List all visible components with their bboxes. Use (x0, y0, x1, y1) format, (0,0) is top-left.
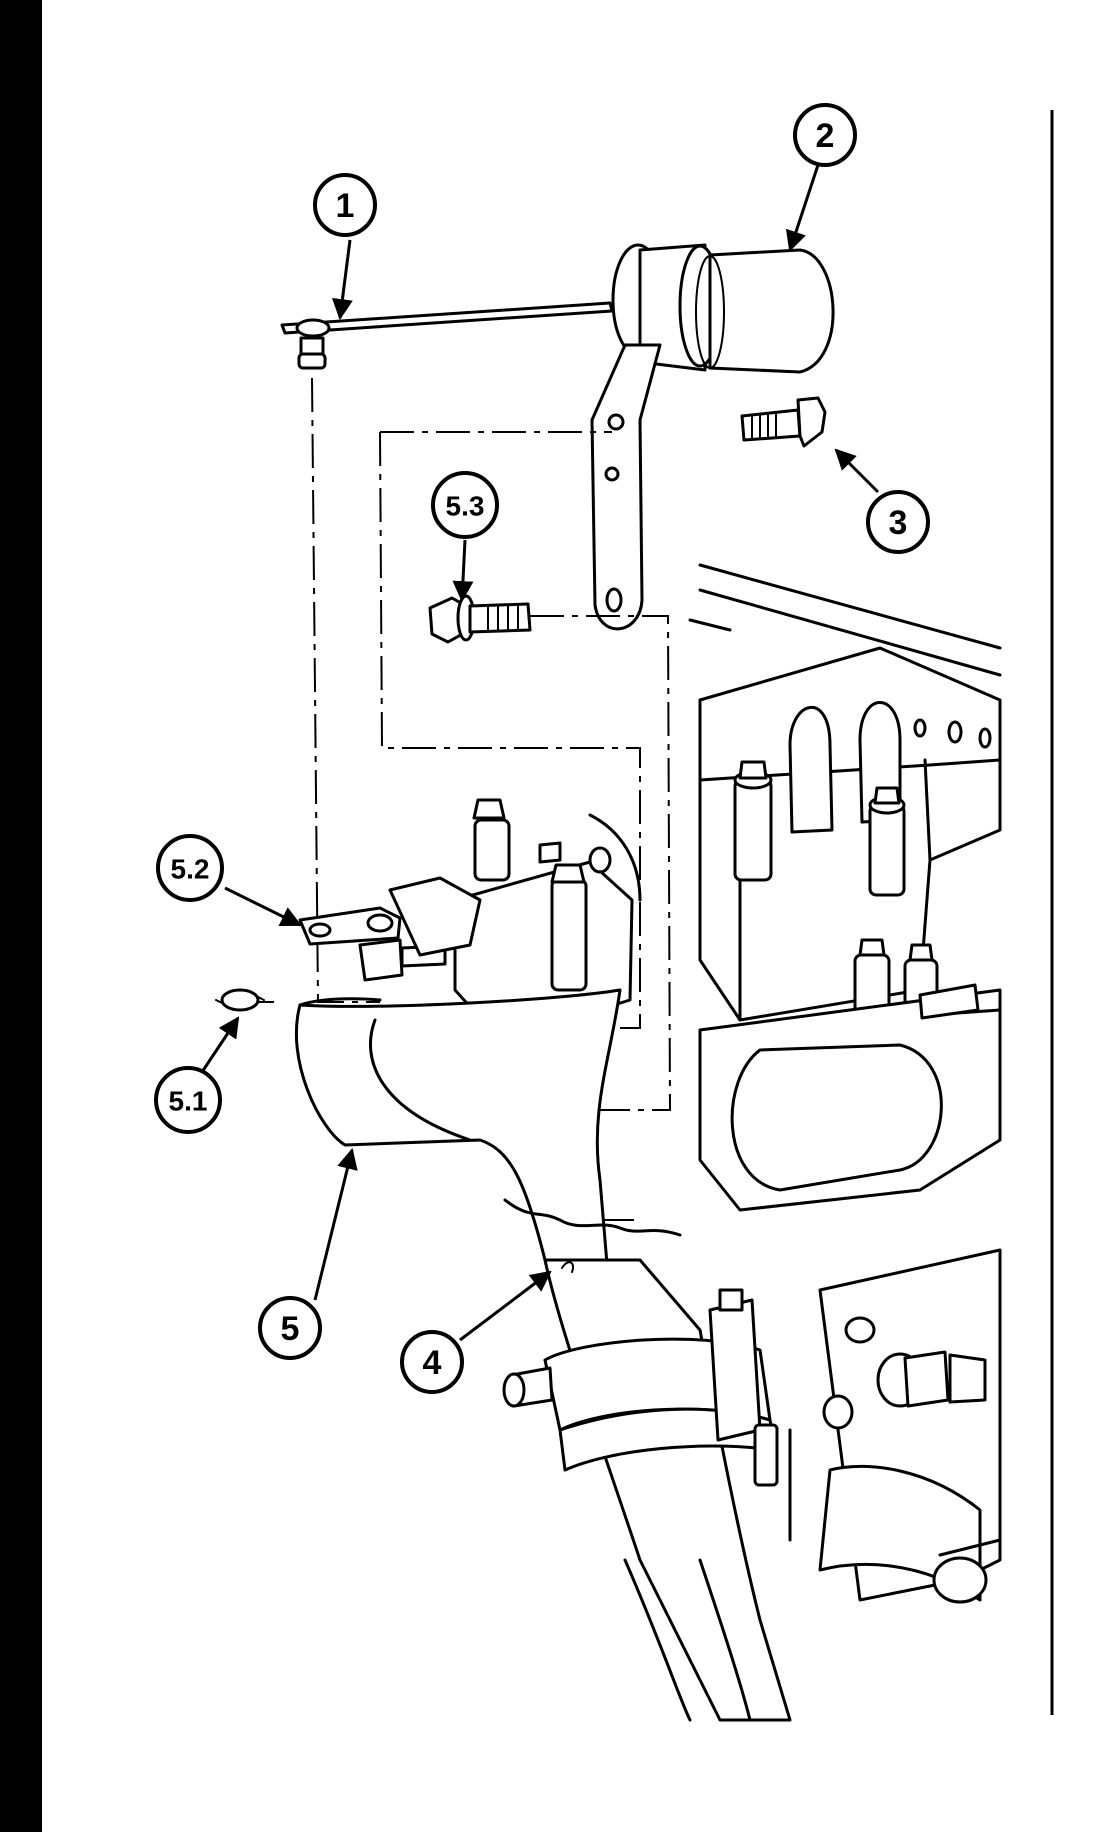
elbow-housing-part (294, 798, 792, 1722)
callout-5-3: 5.3 (431, 471, 499, 539)
callout-3: 3 (866, 490, 930, 554)
callout-5: 5 (258, 1296, 322, 1360)
callout-5-2: 5.2 (156, 834, 224, 902)
callout-4: 4 (400, 1330, 464, 1394)
callout-5-label: 5 (281, 1310, 300, 1348)
lock-washer-part (215, 988, 265, 1012)
engine-block (688, 563, 1002, 1604)
page-margin-bar (0, 0, 42, 1832)
bolt-part-5-3 (428, 594, 532, 644)
callout-5-3-label: 5.3 (446, 491, 485, 522)
callout-5-2-label: 5.2 (171, 854, 210, 885)
callout-5-1: 5.1 (154, 1066, 222, 1134)
callout-5-1-label: 5.1 (169, 1086, 208, 1117)
callout-3-label: 3 (889, 504, 908, 542)
callout-arrows (198, 164, 880, 1342)
callout-2: 2 (793, 103, 857, 167)
actuator-cylinder-part (590, 243, 835, 631)
callout-1: 1 (313, 173, 377, 237)
callout-4-label: 4 (423, 1344, 442, 1382)
callout-1-label: 1 (336, 187, 355, 225)
screw-part-3 (740, 396, 827, 448)
throttle-rod-part (280, 301, 614, 370)
callout-2-label: 2 (816, 117, 835, 155)
